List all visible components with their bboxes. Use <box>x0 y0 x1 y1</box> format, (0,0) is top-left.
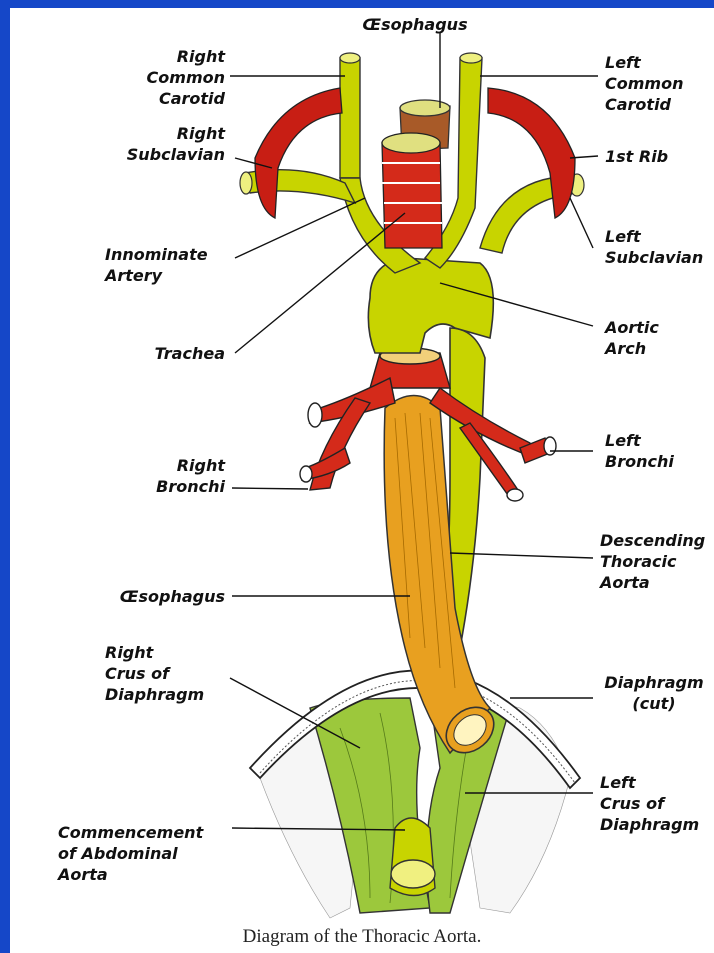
diagram-caption: Diagram of the Thoracic Aorta. <box>10 926 714 948</box>
label-descending-thoracic-aorta: Descending Thoracic Aorta <box>600 530 714 593</box>
trachea <box>382 133 442 248</box>
label-left-bronchi: Left Bronchi <box>605 430 705 472</box>
label-trachea: Trachea <box>105 343 225 364</box>
label-innominate-artery: Innominate Artery <box>105 244 235 286</box>
label-first-rib: 1st Rib <box>605 146 705 167</box>
diagram-panel: Œsophagus Right Common Carotid Left Comm… <box>10 8 714 953</box>
label-oesophagus-top: Œsophagus <box>355 14 475 35</box>
label-oesophagus-mid: Œsophagus <box>85 586 225 607</box>
label-abdominal-aorta: Commencement of Abdominal Aorta <box>58 822 228 885</box>
label-diaphragm-cut: Diaphragm (cut) <box>598 672 710 714</box>
label-left-common-carotid: Left Common Carotid <box>605 52 714 115</box>
label-right-common-carotid: Right Common Carotid <box>100 46 225 109</box>
label-aortic-arch: Aortic Arch <box>605 317 705 359</box>
label-right-crus: Right Crus of Diaphragm <box>105 642 235 705</box>
label-right-subclavian: Right Subclavian <box>90 123 225 165</box>
label-right-bronchi: Right Bronchi <box>105 455 225 497</box>
label-left-crus: Left Crus of Diaphragm <box>600 772 714 835</box>
label-left-subclavian: Left Subclavian <box>605 226 714 268</box>
